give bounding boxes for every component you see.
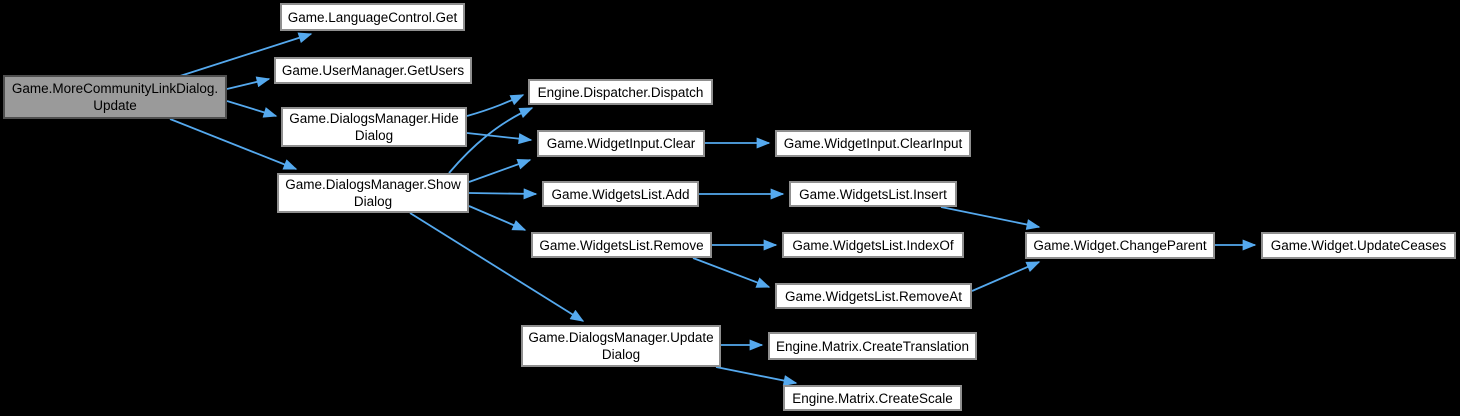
edge-dialogsmanager-hidedialog-to-dispatcher-dispatch [466, 94, 525, 117]
node-matrix-createscale[interactable]: Engine.Matrix.CreateScale [783, 385, 962, 411]
edge-dialogsmanager-hidedialog-to-widgetinput-clear [466, 132, 533, 145]
node-label-line: Engine.Matrix.CreateScale [792, 390, 953, 406]
node-label-line: Update [93, 98, 137, 113]
edge-update-to-usermanager-getusers [226, 76, 271, 90]
node-label-line: Engine.Matrix.CreateTranslation [775, 338, 970, 354]
node-widgetslist-remove[interactable]: Game.WidgetsList.Remove [531, 232, 712, 258]
node-widgetslist-add[interactable]: Game.WidgetsList.Add [542, 181, 699, 207]
node-label-line: Dialog [354, 128, 394, 143]
node-widgetslist-insert[interactable]: Game.WidgetsList.Insert [789, 181, 957, 207]
edge-update-to-dialogsmanager-showdialog [169, 118, 298, 170]
node-label-line: Game.LanguageControl.Get [287, 9, 458, 25]
node-label-line: Game.WidgetInput.Clear [546, 136, 696, 151]
node-label-line: Game.Widget.UpdateCeases [1270, 238, 1447, 253]
node-widgetinput-clear[interactable]: Game.WidgetInput.Clear [537, 130, 705, 157]
node-usermanager-getusers[interactable]: Game.UserManager.GetUsers [274, 57, 472, 84]
edge-dialogsmanager-showdialog-to-dispatcher-dispatch [448, 107, 534, 174]
node-matrix-createtranslation[interactable]: Engine.Matrix.CreateTranslation [768, 332, 977, 360]
edge-dialogsmanager-updatedialog-to-matrix-createscale [715, 366, 798, 386]
edge-widgetslist-removeat-to-widget-changeparent [971, 261, 1041, 292]
node-widgetinput-clearinput[interactable]: Game.WidgetInput.ClearInput [775, 130, 971, 157]
node-label-line: Game.WidgetsList.Remove [539, 237, 704, 253]
node-languagecontrol-get[interactable]: Game.LanguageControl.Get [280, 3, 465, 31]
node-widgetslist-removeat[interactable]: Game.WidgetsList.RemoveAt [775, 283, 972, 309]
edge-dialogsmanager-showdialog-to-widgetinput-clear [468, 159, 532, 183]
node-widget-updateceases[interactable]: Game.Widget.UpdateCeases [1261, 232, 1456, 259]
node-label-line: Game.WidgetsList.Insert [799, 186, 947, 202]
node-label-line: Game.WidgetsList.Add [551, 186, 690, 202]
node-label-line: Game.MoreCommunityLinkDialog. [11, 81, 219, 96]
node-dispatcher-dispatch[interactable]: Engine.Dispatcher.Dispatch [528, 79, 713, 105]
node-label-line: Game.DialogsManager.Show [285, 177, 461, 192]
node-widgetslist-indexof[interactable]: Game.WidgetsList.IndexOf [782, 232, 964, 258]
node-label-line: Game.DialogsManager.Hide [289, 111, 459, 126]
edge-dialogsmanager-showdialog-to-widgetslist-add [468, 188, 538, 200]
node-label-line: Engine.Dispatcher.Dispatch [537, 84, 704, 100]
node-label-line: Game.DialogsManager.Update [528, 330, 714, 345]
node-widget-changeparent[interactable]: Game.Widget.ChangeParent [1025, 232, 1215, 259]
node-label-line: Dialog [353, 194, 393, 209]
edge-widgetslist-remove-to-widgetslist-removeat [692, 257, 771, 288]
edge-update-to-dialogsmanager-hidedialog [226, 100, 278, 118]
node-label-line: Dialog [601, 347, 641, 362]
node-update: Game.MoreCommunityLinkDialog. Update [3, 75, 227, 119]
node-label-line: Game.Widget.ChangeParent [1033, 238, 1207, 253]
edge-widgetslist-insert-to-widget-changeparent [940, 206, 1041, 230]
node-label-line: Game.UserManager.GetUsers [281, 63, 465, 78]
node-label-line: Game.WidgetsList.RemoveAt [784, 288, 963, 304]
edge-update-to-languagecontrol-get [179, 32, 313, 77]
edge-dialogsmanager-showdialog-to-widgetslist-remove [468, 205, 527, 231]
edge-dialogsmanager-showdialog-to-dialogsmanager-updatedialog [409, 212, 585, 322]
node-label-line: Game.WidgetInput.ClearInput [783, 136, 963, 151]
node-label-line: Game.WidgetsList.IndexOf [792, 237, 954, 253]
